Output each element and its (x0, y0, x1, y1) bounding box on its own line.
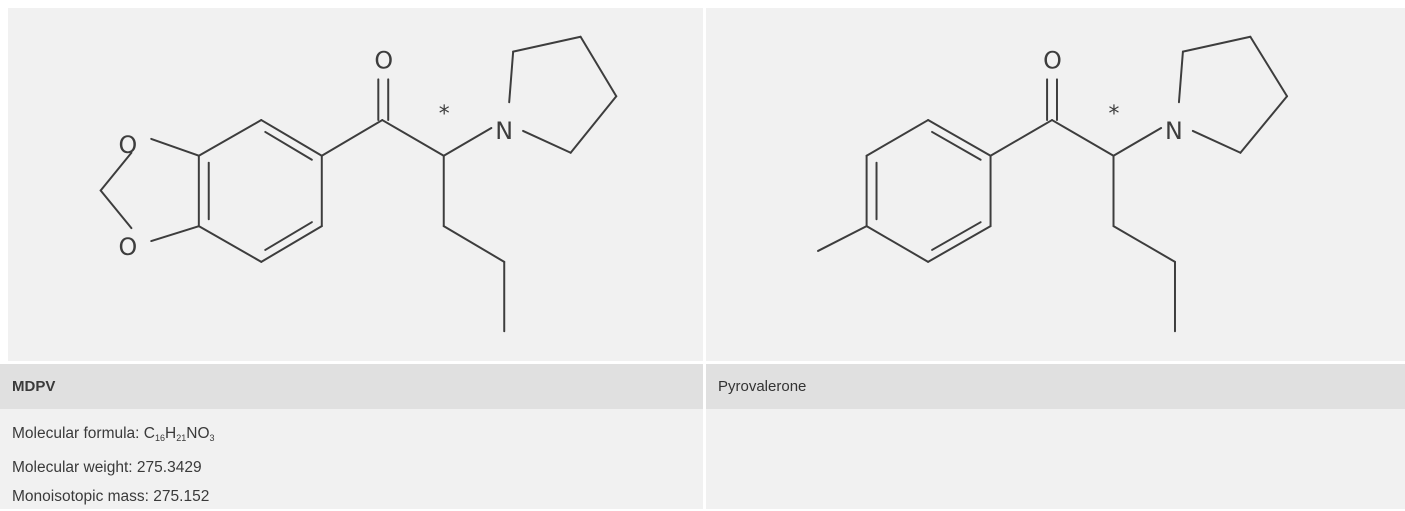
atom-label-n: N (1165, 117, 1183, 145)
bond (150, 225, 200, 243)
bond (1112, 225, 1176, 263)
bond (865, 225, 930, 263)
pyrovalerone-structure-diagram: O N * (817, 35, 1289, 333)
bond (865, 119, 930, 157)
bond (927, 119, 992, 157)
bond (260, 119, 323, 157)
monoisotopic-mass-value: 275.152 (153, 488, 210, 505)
monoisotopic-mass-label: Monoisotopic mass: (12, 488, 154, 505)
atom-label-n: N (495, 117, 513, 145)
molecular-formula-label: Molecular formula: (12, 425, 144, 442)
bond (197, 119, 263, 157)
molecular-weight-value: 275.3429 (136, 459, 202, 476)
atom-label-o: O (1043, 46, 1062, 74)
bond (1249, 35, 1289, 98)
mdpv-name-header: MDPV (0, 364, 703, 409)
compound-name: Pyrovalerone (718, 378, 807, 395)
bond (1177, 50, 1184, 104)
bond (150, 137, 200, 157)
bond (989, 119, 1054, 157)
stereocenter-marker: * (1109, 102, 1120, 127)
molecular-weight-row: Molecular weight: 275.3429 (12, 453, 703, 482)
bond (522, 129, 572, 154)
bond (508, 50, 515, 104)
bond (381, 119, 445, 157)
compound-name: MDPV (12, 378, 56, 395)
pyrovalerone-properties (706, 409, 1405, 509)
mdpv-structure-diagram: O O O N * (99, 35, 618, 333)
bond (442, 126, 493, 157)
molecular-weight-label: Molecular weight: (12, 459, 137, 476)
pyrovalerone-name-header: Pyrovalerone (706, 364, 1405, 409)
pyrovalerone-structure-panel: O N * (706, 8, 1405, 361)
bond (99, 189, 133, 230)
monoisotopic-mass-row: Monoisotopic mass: 275.152 (12, 482, 703, 511)
bond (1112, 126, 1163, 157)
bond (1239, 95, 1289, 154)
mdpv-structure-panel: O O O N * (8, 8, 703, 361)
bond-inner (264, 130, 313, 161)
bond (512, 35, 582, 53)
bond (817, 225, 868, 252)
bond (927, 225, 992, 263)
molecular-formula-row: Molecular formula: C16H21NO3 (12, 419, 703, 453)
bond (569, 95, 618, 154)
molecular-formula-value: C16H21NO3 (143, 425, 215, 443)
atom-label-o: O (119, 131, 138, 159)
mdpv-properties: Molecular formula: C16H21NO3 Molecular w… (0, 409, 703, 509)
atom-label-o: O (374, 46, 393, 74)
bond (579, 35, 618, 98)
atom-label-o: O (119, 233, 138, 261)
bond-inner (264, 221, 313, 251)
bond (1051, 119, 1115, 157)
bond (99, 151, 133, 192)
bond-inner (931, 130, 982, 161)
bond (1191, 129, 1242, 154)
bond-inner (931, 221, 982, 251)
bond (442, 225, 506, 263)
bond (1181, 35, 1252, 53)
bond (260, 225, 323, 263)
stereocenter-marker: * (439, 102, 450, 127)
bond (197, 225, 263, 263)
bond (320, 119, 384, 157)
